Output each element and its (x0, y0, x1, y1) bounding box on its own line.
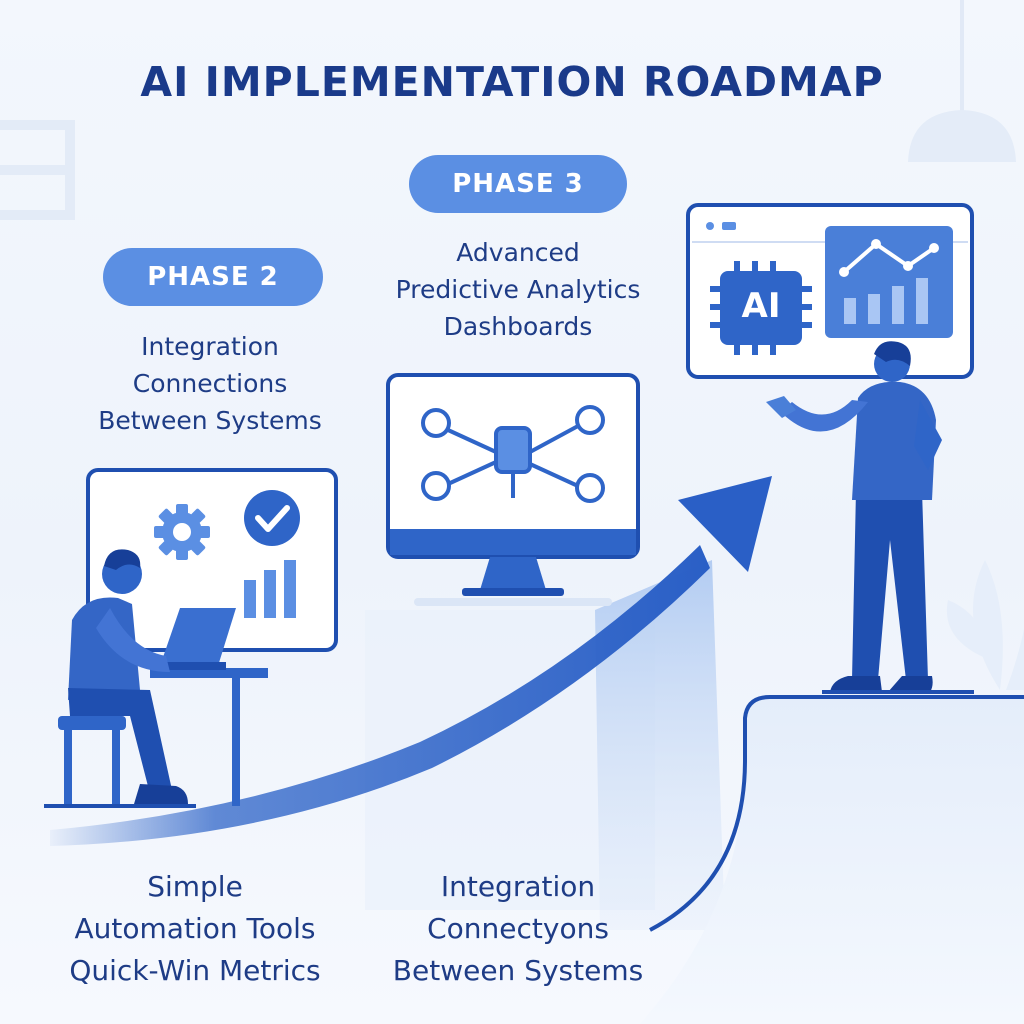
phase3-line: Advanced (456, 238, 580, 267)
bottom-center-caption: Integration Connectyons Between Systems (368, 866, 668, 992)
phase3-badge: PHASE 3 (409, 155, 627, 213)
phase3-line: Dashboards (443, 312, 593, 341)
phase3-line: Predictive Analytics (395, 275, 641, 304)
background-window (0, 120, 75, 220)
page-title: AI IMPLEMENTATION ROADMAP (140, 58, 884, 106)
standing-person (766, 341, 974, 694)
seated-person (44, 549, 268, 808)
phase2-monitor (386, 373, 640, 606)
caption-line: Simple (147, 870, 243, 903)
phase2-line: Connections (132, 369, 288, 398)
bar-chart-icon (244, 560, 296, 618)
phase2-line: Integration (141, 332, 279, 361)
caption-line: Quick-Win Metrics (69, 954, 321, 987)
step-platform (640, 697, 1024, 1024)
phase1-board (86, 468, 338, 652)
phase3-description: Advanced Predictive Analytics Dashboards (368, 234, 668, 345)
checkmark-icon (244, 490, 300, 546)
caption-line: Automation Tools (74, 912, 316, 945)
network-node-icon (421, 405, 605, 503)
phase3-dashboard (686, 203, 974, 379)
caption-line: Between Systems (392, 954, 644, 987)
phase2-line: Between Systems (98, 406, 322, 435)
caption-line: Connectyons (427, 912, 609, 945)
growth-beam (595, 560, 725, 930)
plant-icon (946, 540, 1024, 690)
ai-chip-label: AI (741, 286, 781, 326)
bottom-left-caption: Simple Automation Tools Quick-Win Metric… (35, 866, 355, 992)
phase2-description: Integration Connections Between Systems (60, 328, 360, 439)
ai-chip-icon (710, 261, 812, 355)
caption-line: Integration (440, 870, 596, 903)
step-outline (649, 695, 1024, 932)
line-chart-icon (839, 239, 939, 277)
phase2-badge: PHASE 2 (103, 248, 323, 306)
growth-arrow (50, 476, 772, 846)
bar-chart-icon (844, 278, 928, 324)
ceiling-lamp-icon (908, 0, 1016, 162)
gear-icon (154, 504, 210, 560)
